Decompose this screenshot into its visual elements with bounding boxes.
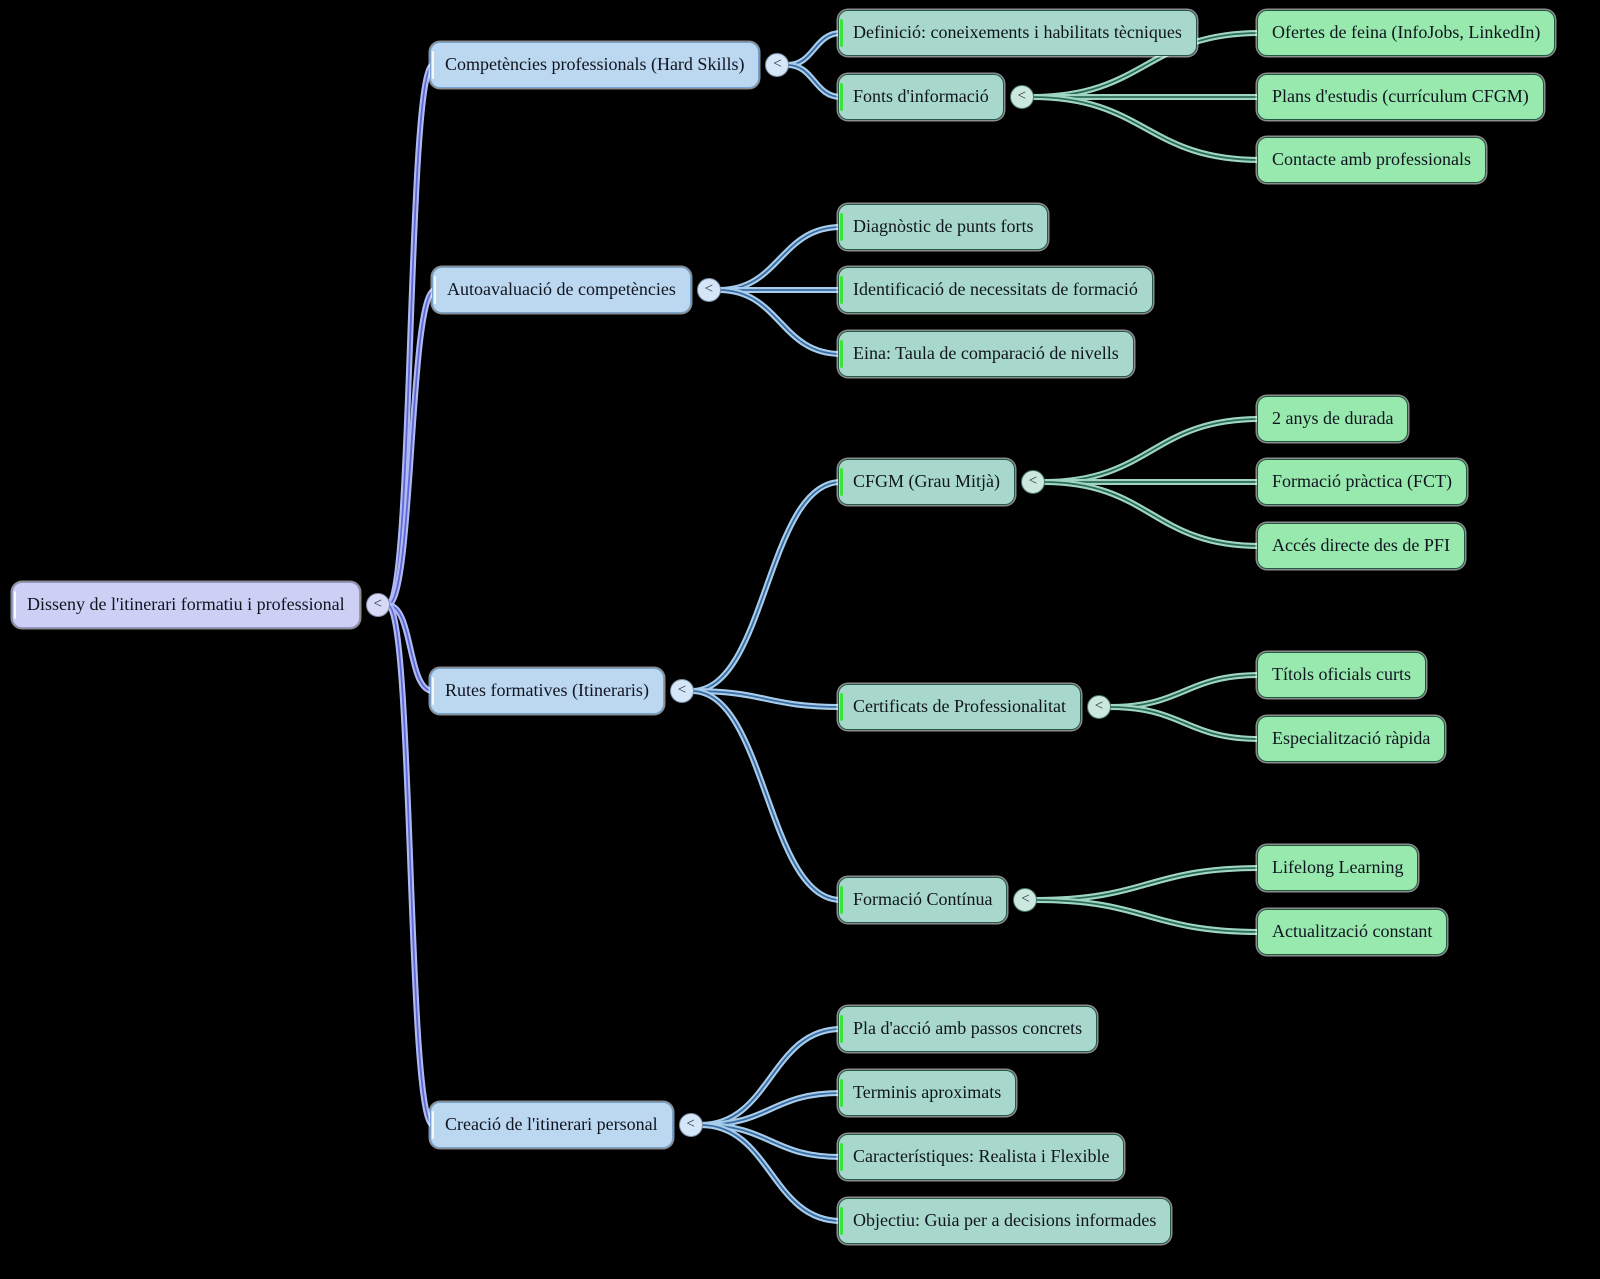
node-pla-accio[interactable]: Pla d'acció amb passos concrets bbox=[838, 1006, 1098, 1052]
node-label: Disseny de l'itinerari formatiu i profes… bbox=[27, 594, 345, 614]
node-label: Rutes formatives (Itineraris) bbox=[445, 680, 649, 700]
node-especialitzacio-rapida[interactable]: Especialització ràpida bbox=[1257, 716, 1446, 762]
collapse-toggle-icon[interactable]: < bbox=[669, 679, 694, 703]
node-label: Ofertes de feina (InfoJobs, LinkedIn) bbox=[1272, 22, 1541, 42]
node-eina-taula-comparacio[interactable]: Eina: Taula de comparació de nivells bbox=[838, 331, 1134, 377]
node-label: CFGM (Grau Mitjà) bbox=[853, 471, 1000, 491]
collapse-toggle-icon[interactable]: < bbox=[678, 1113, 703, 1137]
node-label: 2 anys de durada bbox=[1272, 408, 1394, 428]
node-definicio[interactable]: Definició: coneixements i habilitats tèc… bbox=[838, 10, 1197, 56]
node-label: Definició: coneixements i habilitats tèc… bbox=[853, 22, 1182, 42]
node-actualitzacio-constant[interactable]: Actualització constant bbox=[1257, 909, 1448, 955]
collapse-toggle-icon[interactable]: < bbox=[1009, 85, 1034, 109]
node-label: Fonts d'informació bbox=[853, 86, 989, 106]
node-label: Autoavaluació de competències bbox=[447, 279, 676, 299]
node-label: Plans d'estudis (currículum CFGM) bbox=[1272, 86, 1529, 106]
collapse-toggle-icon[interactable]: < bbox=[1021, 470, 1045, 494]
node-label: Pla d'acció amb passos concrets bbox=[853, 1018, 1083, 1038]
node-cfgm[interactable]: CFGM (Grau Mitjà) < bbox=[838, 459, 1045, 505]
node-label: Accés directe des de PFI bbox=[1272, 535, 1450, 555]
node-label: Especialització ràpida bbox=[1272, 728, 1431, 748]
node-label: Formació pràctica (FCT) bbox=[1272, 471, 1452, 491]
node-lifelong-learning[interactable]: Lifelong Learning bbox=[1257, 845, 1419, 891]
node-label: Títols oficials curts bbox=[1272, 664, 1411, 684]
collapse-toggle-icon[interactable]: < bbox=[765, 53, 790, 77]
node-label: Formació Contínua bbox=[853, 889, 993, 909]
node-label: Eina: Taula de comparació de nivells bbox=[853, 343, 1119, 363]
node-rutes-formatives[interactable]: Rutes formatives (Itineraris) < bbox=[430, 668, 694, 714]
node-identificacio-necessitats[interactable]: Identificació de necessitats de formació bbox=[838, 267, 1153, 313]
node-label: Certificats de Professionalitat bbox=[853, 696, 1066, 716]
node-caracteristiques[interactable]: Característiques: Realista i Flexible bbox=[838, 1134, 1125, 1180]
node-label: Terminis aproximats bbox=[853, 1082, 1002, 1102]
node-label: Competències professionals (Hard Skills) bbox=[445, 54, 745, 74]
node-objectiu-guia[interactable]: Objectiu: Guia per a decisions informade… bbox=[838, 1198, 1172, 1244]
node-formacio-practica-fct[interactable]: Formació pràctica (FCT) bbox=[1257, 459, 1467, 505]
collapse-toggle-icon[interactable]: < bbox=[1013, 888, 1038, 912]
node-autoavaluacio[interactable]: Autoavaluació de competències < bbox=[432, 267, 721, 313]
collapse-toggle-icon[interactable]: < bbox=[1086, 695, 1111, 719]
node-certificats-professionalitat[interactable]: Certificats de Professionalitat < bbox=[838, 684, 1111, 730]
node-label: Creació de l'itinerari personal bbox=[445, 1114, 658, 1134]
node-label: Actualització constant bbox=[1272, 921, 1433, 941]
node-terminis-aproximats[interactable]: Terminis aproximats bbox=[838, 1070, 1017, 1116]
node-contacte-professionals[interactable]: Contacte amb professionals bbox=[1257, 137, 1486, 183]
collapse-toggle-icon[interactable]: < bbox=[365, 593, 390, 617]
node-label: Diagnòstic de punts forts bbox=[853, 216, 1034, 236]
node-competencies-professionals[interactable]: Competències professionals (Hard Skills)… bbox=[430, 42, 790, 88]
node-2-anys-durada[interactable]: 2 anys de durada bbox=[1257, 396, 1409, 442]
node-label: Lifelong Learning bbox=[1272, 857, 1404, 877]
node-label: Objectiu: Guia per a decisions informade… bbox=[853, 1210, 1157, 1230]
node-label: Característiques: Realista i Flexible bbox=[853, 1146, 1110, 1166]
node-formacio-continua[interactable]: Formació Contínua < bbox=[838, 877, 1038, 923]
node-plans-estudis[interactable]: Plans d'estudis (currículum CFGM) bbox=[1257, 74, 1544, 120]
node-creacio-itinerari[interactable]: Creació de l'itinerari personal < bbox=[430, 1102, 703, 1148]
node-titols-oficials[interactable]: Títols oficials curts bbox=[1257, 652, 1426, 698]
collapse-toggle-icon[interactable]: < bbox=[696, 278, 721, 302]
node-diagnostic-punts-forts[interactable]: Diagnòstic de punts forts bbox=[838, 204, 1049, 250]
node-ofertes-feina[interactable]: Ofertes de feina (InfoJobs, LinkedIn) bbox=[1257, 10, 1556, 56]
node-label: Identificació de necessitats de formació bbox=[853, 279, 1138, 299]
node-acces-directe-pfi[interactable]: Accés directe des de PFI bbox=[1257, 523, 1465, 569]
node-disseny-root[interactable]: Disseny de l'itinerari formatiu i profes… bbox=[12, 582, 390, 628]
node-fonts-informacio[interactable]: Fonts d'informació < bbox=[838, 74, 1034, 120]
node-label: Contacte amb professionals bbox=[1272, 149, 1471, 169]
